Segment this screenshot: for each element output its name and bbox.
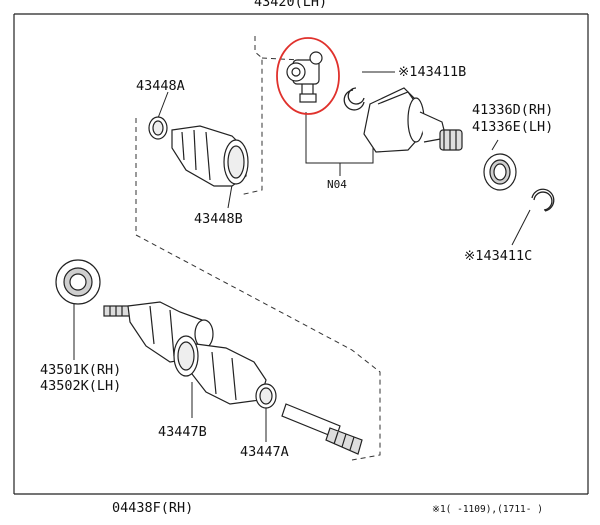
label-43501k: 43501K(RH): [40, 362, 121, 378]
tripod-joint: [286, 51, 323, 103]
inner-boot-43448b: [171, 125, 249, 187]
label-43411b: ※143411B: [398, 64, 466, 80]
leader-lines: [73, 71, 531, 442]
diagram-frame: [13, 13, 589, 495]
snap-ring-43411b: [343, 87, 365, 111]
part-labels: 43420(LH) 43448A 43448B ※143411B 41336D(…: [40, 0, 553, 516]
label-n04: N04: [327, 178, 347, 191]
label-43420: 43420(LH): [254, 0, 327, 10]
label-41336e: 41336E(LH): [472, 119, 553, 135]
boot-clamp-43448a: [148, 116, 168, 140]
label-footnote: ※1( -1109),(1711- ): [432, 504, 543, 515]
outer-race: [363, 87, 463, 153]
label-04438f: 04438F(RH): [112, 500, 193, 516]
label-43448a: 43448A: [136, 78, 185, 94]
snap-ring-43411c: [531, 188, 555, 212]
oil-seal-41336: [483, 153, 517, 191]
label-43411c: ※143411C: [464, 248, 532, 264]
label-43448b: 43448B: [194, 211, 243, 227]
label-43447b: 43447B: [158, 424, 207, 440]
drive-shaft-assembly: [103, 301, 363, 455]
label-43502k: 43502K(LH): [40, 378, 121, 394]
label-43447a: 43447A: [240, 444, 289, 460]
label-41336d: 41336D(RH): [472, 102, 553, 118]
highlight-circle: [276, 37, 340, 115]
oil-seal-43501k: [55, 259, 101, 305]
